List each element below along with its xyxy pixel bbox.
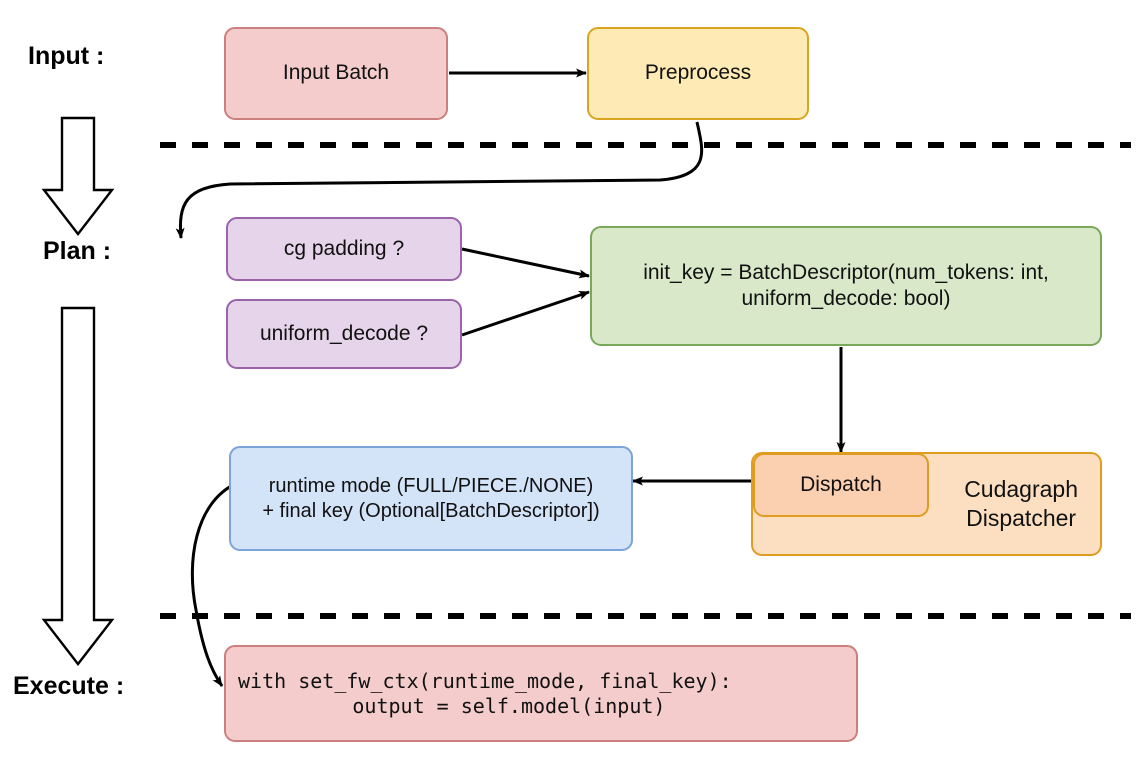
stage-label-plan: Plan : xyxy=(43,237,112,265)
node-execute-code[interactable]: with set_fw_ctx(runtime_mode, final_key)… xyxy=(224,645,858,742)
node-uniform-decode[interactable]: uniform_decode ? xyxy=(226,299,462,369)
edge-uniform-decode-to-init-key xyxy=(461,290,590,337)
stage-label-input: Input : xyxy=(28,42,105,70)
node-cg-padding[interactable]: cg padding ? xyxy=(226,217,462,281)
node-dispatch[interactable]: Dispatch xyxy=(753,453,929,517)
node-runtime-mode[interactable]: runtime mode (FULL/PIECE./NONE) + final … xyxy=(229,446,633,551)
flow-arrow-input-to-plan xyxy=(41,116,115,236)
stage-label-execute: Execute : xyxy=(13,672,125,700)
flow-arrow-plan-to-execute xyxy=(41,306,115,666)
edge-cg-padding-to-init-key xyxy=(461,247,590,279)
node-preprocess[interactable]: Preprocess xyxy=(587,27,809,120)
node-init-key[interactable]: init_key = BatchDescriptor(num_tokens: i… xyxy=(590,226,1102,346)
node-input-batch[interactable]: Input Batch xyxy=(224,27,448,120)
